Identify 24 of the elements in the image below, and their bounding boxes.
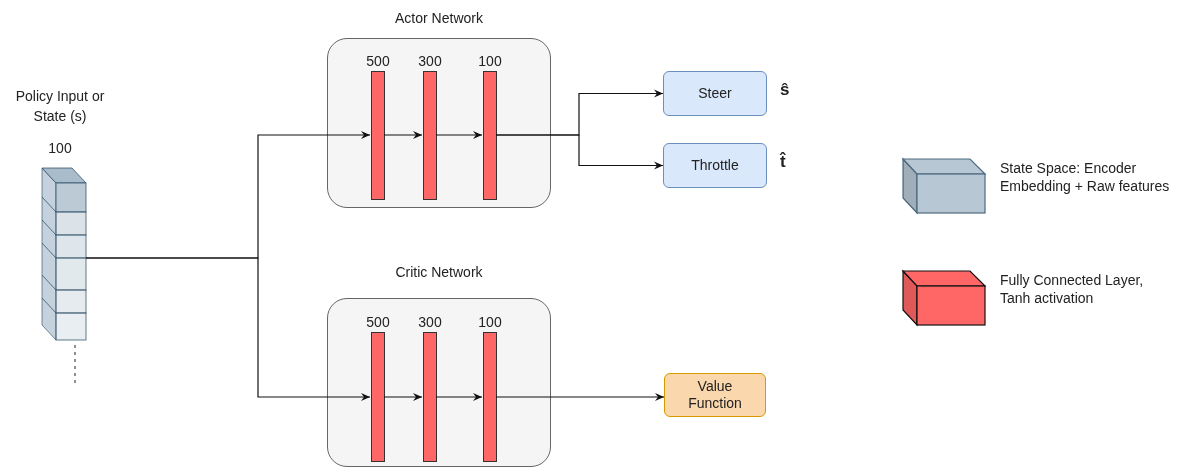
layer-size-label: 100 xyxy=(477,53,503,70)
output-symbol: ŝ xyxy=(780,79,790,101)
output-symbol: t̂ xyxy=(780,151,786,173)
size-label: 100 xyxy=(47,140,73,157)
layer-size-label: 500 xyxy=(365,53,391,70)
network-title: Critic Network xyxy=(394,264,484,281)
layer-size-label: 100 xyxy=(477,314,503,331)
output-label: Value Function xyxy=(687,378,743,412)
network-title: Actor Network xyxy=(394,10,484,27)
legend-text: Fully Connected Layer, Tanh activation xyxy=(1000,271,1145,307)
input-label: Policy Input or State (s) xyxy=(14,87,106,126)
layer-size-label: 300 xyxy=(417,314,443,331)
arrow xyxy=(383,393,423,401)
layer-size-label: 300 xyxy=(417,53,443,70)
output-label: Steer xyxy=(698,85,732,102)
arrow xyxy=(383,131,423,139)
output-label: Throttle xyxy=(691,157,739,174)
arrow xyxy=(435,393,483,401)
arrow xyxy=(495,134,664,170)
arrow xyxy=(495,393,665,401)
arrow xyxy=(85,257,371,401)
arrow xyxy=(435,131,483,139)
legend-text: State Space: Encoder Embedding + Raw features xyxy=(1000,159,1170,195)
layer-size-label: 500 xyxy=(365,314,391,331)
